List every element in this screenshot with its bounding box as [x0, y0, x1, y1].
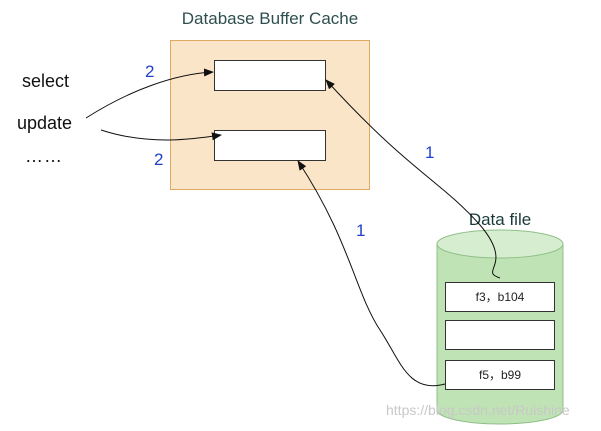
step-label-update: 2 — [154, 150, 164, 169]
cache-slot-top — [214, 60, 326, 91]
arrow-update-to-cache — [100, 129, 222, 141]
datafile-block-f3: f3，b104 — [445, 282, 555, 312]
datafile-block-empty — [445, 320, 555, 350]
arrow-f3-to-cache — [325, 79, 501, 279]
more-statements-ellipsis: …… — [25, 146, 63, 166]
cache-slot-bottom — [214, 130, 326, 161]
cache-title: Database Buffer Cache — [181, 9, 359, 28]
step-label-read-bottom: 1 — [356, 221, 366, 240]
step-label-read-top: 1 — [425, 143, 435, 162]
arrow-select-to-cache — [85, 68, 214, 119]
datafile-block-f5: f5，b99 — [445, 360, 555, 390]
update-statement-label: update — [17, 113, 73, 133]
arrow-f5-to-cache — [297, 160, 446, 387]
datafile-title: Data file — [468, 210, 532, 229]
watermark-text: https://blog.csdn.net/Ruishine — [386, 402, 570, 418]
select-statement-label: select — [22, 71, 70, 91]
step-label-select: 2 — [145, 62, 155, 81]
